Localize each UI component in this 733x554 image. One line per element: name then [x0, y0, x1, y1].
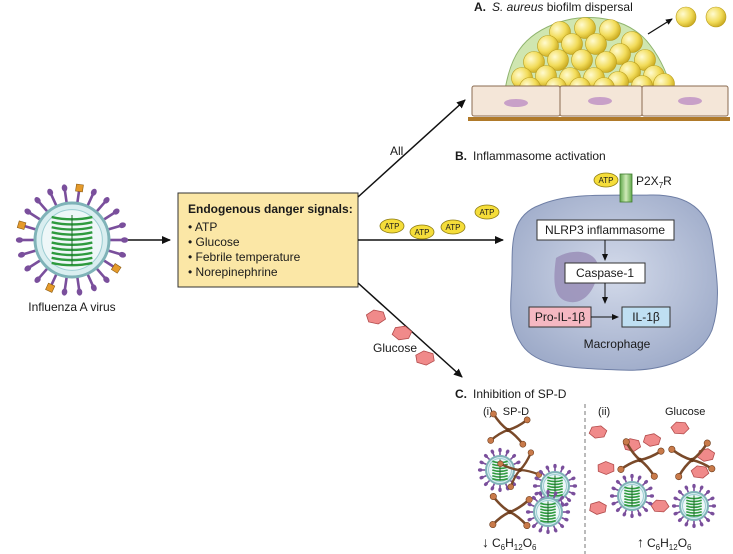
influenza-virion	[15, 183, 129, 296]
glucose-molecule	[690, 465, 710, 479]
sub-ii-label: (ii)	[598, 406, 610, 418]
signal-item-febrile: • Febrile temperature	[188, 250, 301, 264]
atp-token: ATP	[379, 218, 405, 234]
dispersal-arrow	[647, 18, 673, 35]
glucose-high-formula: ↑C6H12O6	[637, 534, 692, 552]
sp-d-illustration	[477, 410, 717, 535]
nucleus	[678, 97, 702, 105]
atp-token: ATP	[440, 219, 466, 235]
influenza-virion	[525, 489, 571, 535]
glucose-molecule	[650, 499, 670, 513]
glucose-low-formula: ↓C6H12O6	[482, 534, 537, 552]
macrophage-label: Macrophage	[584, 337, 651, 351]
danger-signals-box: Endogenous danger signals: • ATP • Gluco…	[177, 192, 359, 288]
glucose-molecule	[365, 309, 387, 325]
s-aureus-bacterium	[561, 33, 583, 55]
glucose-molecule	[642, 433, 662, 447]
panel-c-title: C.Inhibition of SP-D	[455, 387, 567, 401]
atp-token: ATP	[409, 224, 435, 240]
signal-item-glucose: • Glucose	[188, 235, 240, 249]
svg-text:Caspase-1: Caspase-1	[576, 266, 634, 280]
s-aureus-bacterium	[523, 51, 545, 73]
svg-text:ATP: ATP	[415, 228, 430, 237]
sp-d-molecule	[489, 492, 533, 530]
biofilm-epithelium	[468, 6, 730, 121]
influenza-virion	[609, 473, 655, 519]
influenza-virion	[671, 483, 717, 529]
dispersed-bacterium	[705, 6, 727, 28]
pro-il1b-box: Pro-IL-1β	[528, 306, 592, 328]
signal-item-atp: • ATP	[188, 220, 217, 234]
svg-text:ATP: ATP	[599, 176, 614, 185]
s-aureus-bacterium	[595, 51, 617, 73]
s-aureus-bacterium	[571, 49, 593, 71]
s-aureus-bacterium	[574, 17, 596, 39]
il1b-box: IL-1β	[621, 306, 671, 328]
dispersed-bacterium	[675, 6, 697, 28]
arrow-glucose-label: Glucose	[373, 341, 417, 355]
atp-token: ATP	[474, 204, 500, 220]
sp-d-molecule	[617, 438, 665, 480]
panel-a-title: A.S. aureus biofilm dispersal	[474, 0, 633, 14]
s-aureus-bacterium	[547, 49, 569, 71]
s-aureus-bacterium	[585, 33, 607, 55]
svg-text:ATP: ATP	[446, 223, 461, 232]
glucose-molecule	[415, 350, 435, 366]
glucose-molecule	[588, 425, 608, 439]
sp-d-molecule	[487, 410, 531, 448]
signals-title: Endogenous danger signals:	[188, 202, 353, 216]
caspase-box: Caspase-1	[564, 262, 646, 284]
nlrp3-box: NLRP3 inflammasome	[536, 219, 675, 241]
glucose-molecule	[696, 448, 716, 462]
influenza-virus-illustration	[15, 183, 129, 296]
receptor-label: P2X7R	[636, 174, 672, 190]
signal-item-norepinephrine: • Norepinephrine	[188, 265, 278, 279]
atp-molecules: ATP ATP ATP ATP	[379, 204, 500, 240]
arrow-all-label: All	[390, 144, 403, 158]
sub-i-label: (i)SP-D	[483, 406, 529, 418]
sub-ii-glucose-label: Glucose	[665, 406, 705, 418]
svg-text:IL-1β: IL-1β	[632, 310, 660, 324]
glucose-molecules	[365, 309, 435, 366]
glucose-molecule	[391, 325, 413, 341]
svg-text:Pro-IL-1β: Pro-IL-1β	[535, 310, 585, 324]
svg-text:NLRP3 inflammasome: NLRP3 inflammasome	[545, 223, 665, 237]
panel-b-title: B.Inflammasome activation	[455, 149, 606, 163]
sp-d-molecule	[668, 439, 716, 481]
nucleus	[588, 97, 612, 105]
sp-d-molecule	[497, 449, 543, 490]
glucose-molecule	[589, 501, 607, 515]
glucose-molecule	[597, 461, 615, 475]
svg-text:ATP: ATP	[480, 208, 495, 217]
nucleus	[504, 99, 528, 107]
p2x7-receptor: ATP P2X7R	[593, 172, 672, 203]
arrow-to-panel-a	[357, 99, 466, 198]
svg-text:ATP: ATP	[385, 222, 400, 231]
virus-label: Influenza A virus	[28, 300, 115, 314]
glucose-molecule	[670, 421, 690, 435]
s-aureus-bacterium	[599, 19, 621, 41]
